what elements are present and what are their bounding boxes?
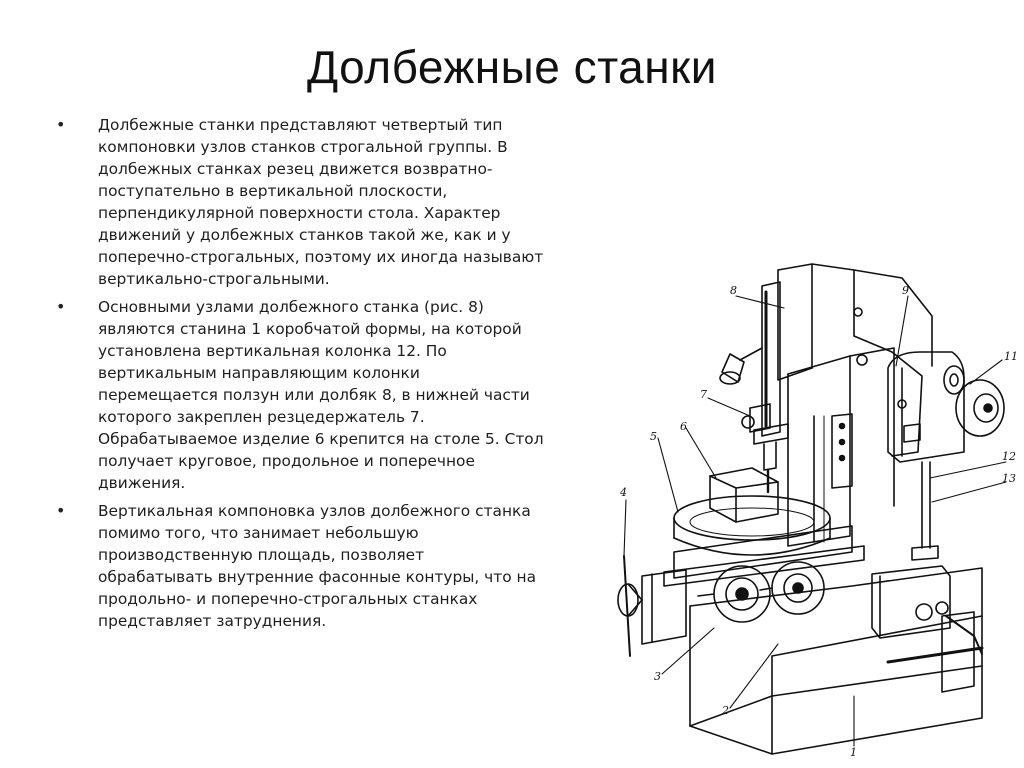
slide-title: Долбежные станки	[307, 41, 717, 93]
bullet-marker: •	[56, 297, 66, 316]
slotting-machine-drawing: 8 9 11 7 6 5 4 12 13 3 2 1	[617, 263, 1018, 759]
callout-6: 6	[680, 420, 687, 433]
callout-1: 1	[850, 746, 857, 759]
control-panel	[871, 565, 983, 655]
callout-5: 5	[650, 430, 657, 443]
bullet-marker: •	[56, 115, 66, 134]
ram-slider	[753, 281, 789, 494]
bullet-text: Долбежные станки представляют четвертый …	[98, 116, 544, 288]
bullet-text: Основными узлами долбежного станка (рис.…	[98, 298, 544, 492]
side-handwheel	[617, 555, 687, 657]
callout-labels: 8 9 11 7 6 5 4 12 13 3 2 1	[619, 284, 1018, 759]
lamp	[719, 347, 763, 385]
callout-13: 13	[1002, 472, 1016, 485]
bullet-item: • Основными узлами долбежного станка (ри…	[56, 296, 596, 494]
bullet-marker: •	[56, 501, 66, 520]
callout-12: 12	[1002, 450, 1016, 463]
callout-4: 4	[619, 486, 627, 499]
feed-rod	[911, 461, 939, 561]
callout-3: 3	[654, 670, 661, 683]
hand-wheels	[697, 561, 825, 623]
callout-9: 9	[902, 284, 909, 297]
rotary-table	[663, 467, 865, 587]
callout-8: 8	[730, 284, 737, 297]
machine-column	[787, 347, 895, 547]
callout-11: 11	[1004, 350, 1018, 363]
bullet-item: • Долбежные станки представляют четверты…	[56, 114, 596, 290]
drive-unit	[887, 351, 1005, 463]
bullet-item: • Вертикальная компоновка узлов долбежно…	[56, 500, 596, 632]
callout-7: 7	[700, 388, 707, 401]
slotting-machine-figure: 8 9 11 7 6 5 4 12 13 3 2 1	[602, 256, 1020, 764]
bullet-text: Вертикальная компоновка узлов долбежного…	[98, 502, 537, 630]
tool-holder	[741, 403, 771, 433]
callout-2: 2	[721, 704, 729, 717]
bullet-list: • Долбежные станки представляют четверты…	[56, 114, 596, 638]
leader-lines	[623, 295, 1007, 747]
machine-base	[689, 567, 984, 755]
